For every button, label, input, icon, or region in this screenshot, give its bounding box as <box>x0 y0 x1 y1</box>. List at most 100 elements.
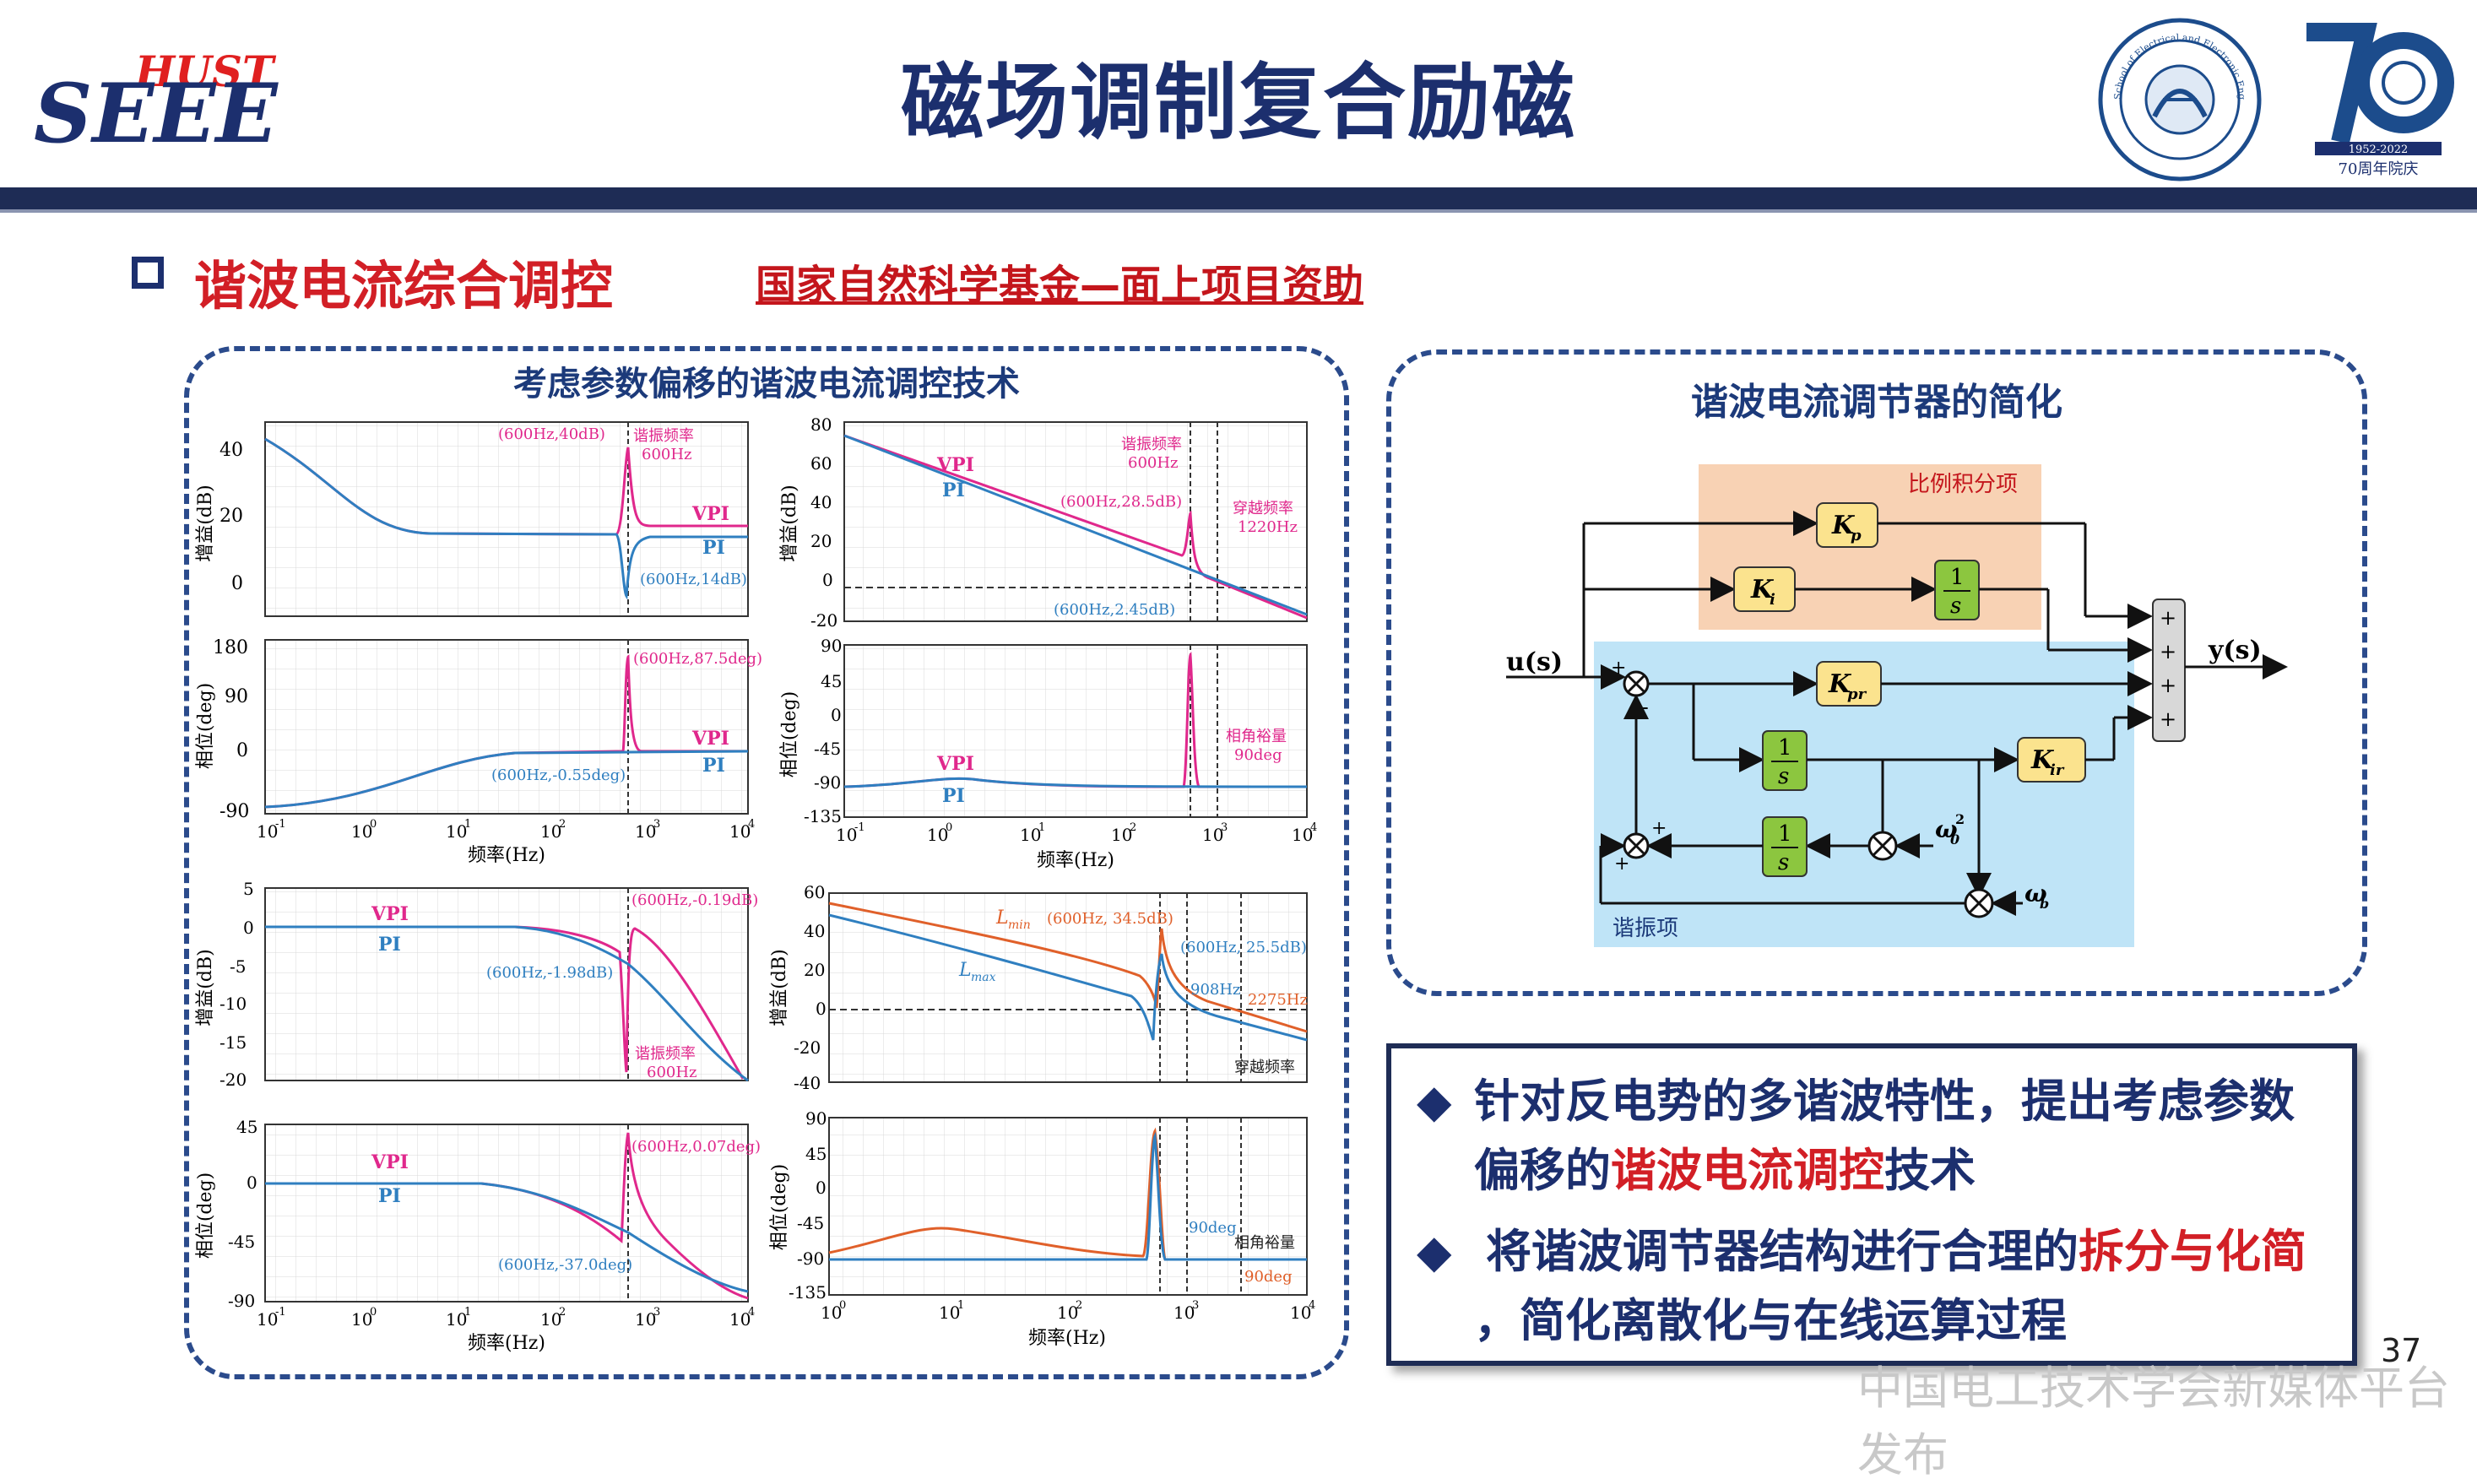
bullet-1-text: 偏移的 <box>1474 1144 1611 1197</box>
sum-sign: + <box>2160 674 2176 697</box>
kp-sub: p <box>1851 527 1862 544</box>
annotation: 90deg <box>1234 746 1282 764</box>
ytick: -45 <box>814 739 841 759</box>
regulator-block-diagram: 比例积分项 谐振项 u(s) y(s) K p K i 1 s + + + + … <box>1506 464 2288 947</box>
ytick: 60 <box>810 453 832 474</box>
omega0-sup: 2 <box>1955 811 1965 827</box>
phase-axis-label: 相位(deg) <box>195 1173 216 1259</box>
xtick-exp: 3 <box>1192 1299 1199 1312</box>
ytick: 0 <box>236 740 248 761</box>
annotation: 600Hz <box>642 446 692 463</box>
ytick: -90 <box>220 801 249 822</box>
xtick-exp: 4 <box>1309 1299 1315 1312</box>
xtick-exp: 0 <box>839 1299 846 1312</box>
conclusion-box: ◆ 针对反电势的多谐波特性，提出考虑参数 偏移的谐波电流调控技术 ◆ 将谐波调节… <box>1386 1043 2357 1366</box>
legend-pi: PI <box>702 755 725 777</box>
xtick-exp: 2 <box>1076 1299 1082 1312</box>
xtick: 10 <box>939 1303 960 1323</box>
ytick: 20 <box>804 960 825 980</box>
xtick: 10 <box>729 821 751 842</box>
kp-block <box>1816 502 1878 548</box>
bode-plots-figure: 40 20 0 增益(dB) (600Hz,40dB) 谐振频率 600Hz V… <box>195 414 1317 1354</box>
pi-group-label: 比例积分项 <box>1908 472 2018 497</box>
xtick: 10 <box>257 821 278 842</box>
plot-phase-vpi-pi-2: 90 45 0 -45 -90 -135 相位(deg) VPI PI 相角裕量… <box>779 636 1317 871</box>
legend-vpi: VPI <box>691 728 729 750</box>
page-number: 37 <box>2381 1332 2422 1369</box>
xtick: 10 <box>1057 1303 1078 1323</box>
section-square-icon <box>132 257 164 289</box>
plot-phase-vpi-pi-3: 45 0 -45 -90 相位(deg) VPI PI (600Hz,0.07d… <box>195 1117 761 1354</box>
xtick-exp: 4 <box>1310 821 1317 834</box>
ytick: 40 <box>220 440 243 461</box>
bullet-2-line-2: ，简化离散化与在线运算过程 <box>1474 1294 2067 1347</box>
xtick: 10 <box>729 1309 751 1330</box>
xtick: 10 <box>446 1309 467 1330</box>
slide-title: 磁场调制复合励磁 <box>900 55 1576 151</box>
kir-sub: ir <box>2050 761 2065 779</box>
freq-axis-label: 频率(Hz) <box>1028 1328 1106 1349</box>
annotation: 2275Hz <box>1248 991 1308 1009</box>
hust-seee-logo: HUST SEEE <box>34 46 279 152</box>
plot-gain-vpi-pi-3: 5 0 -5 -10 -15 -20 增益(dB) VPI PI (600Hz,… <box>195 879 758 1090</box>
xtick-exp: 0 <box>370 818 377 831</box>
xtick-exp: 1 <box>1038 821 1045 834</box>
xtick: 10 <box>821 1303 842 1323</box>
ytick: 40 <box>810 492 832 512</box>
ytick: -90 <box>814 772 841 793</box>
ytick: 80 <box>810 414 832 435</box>
ytick: -40 <box>794 1073 821 1093</box>
ytick: 20 <box>220 506 243 527</box>
legend-vpi: VPI <box>371 1151 409 1173</box>
annotation: 相角裕量 <box>1234 1234 1295 1252</box>
annotation: 90deg <box>1244 1268 1293 1286</box>
xtick: 10 <box>1173 1303 1195 1323</box>
ytick: 45 <box>821 671 842 691</box>
ytick: -45 <box>797 1213 824 1233</box>
xtick: 10 <box>351 821 372 842</box>
summing-block <box>2152 598 2186 742</box>
bullet-1-line-1: 针对反电势的多谐波特性，提出考虑参数 <box>1474 1075 2295 1128</box>
xtick-exp: 2 <box>559 1306 566 1319</box>
funding-label: 国家自然科学基金—面上项目资助 <box>756 262 1364 309</box>
bullet-1-line-2: 偏移的谐波电流调控技术 <box>1474 1136 1976 1205</box>
ytick: 0 <box>816 1178 827 1198</box>
ytick: 180 <box>213 637 248 658</box>
omega0-sub: 0 <box>1950 831 1959 848</box>
regulator-simplification-panel <box>1386 349 2367 996</box>
xtick-exp: -1 <box>854 821 865 834</box>
legend-vpi: VPI <box>691 503 729 525</box>
annotation: 相角裕量 <box>1226 728 1287 745</box>
legend-lmin-sub: min <box>1008 918 1031 932</box>
annotation: 1220Hz <box>1238 518 1298 536</box>
anniversary-text: 70周年院庆 <box>2339 160 2419 178</box>
ytick: -5 <box>230 956 246 977</box>
annotation: 穿越频率 <box>1234 1059 1295 1076</box>
annotation: (600Hz,-1.98dB) <box>486 964 613 982</box>
annotation: 谐振频率 <box>1121 436 1182 453</box>
ytick: 40 <box>804 921 825 941</box>
kpr-sub: pr <box>1847 685 1867 703</box>
ytick: -90 <box>228 1291 255 1311</box>
int-num: 1 <box>1950 565 1965 590</box>
omegab-label: ω <box>2024 880 2047 907</box>
ytick: 90 <box>225 686 248 707</box>
ytick: -135 <box>789 1282 827 1303</box>
int-den: s <box>1950 593 1961 619</box>
junction-sign: + <box>1611 658 1626 679</box>
ytick: -135 <box>804 806 842 826</box>
ytick: 20 <box>810 531 832 551</box>
bullet-diamond-icon: ◆ <box>1417 1075 1452 1128</box>
ytick: -20 <box>810 610 837 631</box>
xtick: 10 <box>1020 825 1041 845</box>
annotation: (600Hz, 25.5dB) <box>1180 939 1307 956</box>
ytick: 0 <box>231 573 243 594</box>
phase-axis-label: 相位(deg) <box>769 1164 790 1250</box>
xtick-exp: 1 <box>957 1299 964 1312</box>
xtick: 10 <box>836 825 857 845</box>
kpr-label: K <box>1828 669 1852 699</box>
legend-pi: PI <box>942 479 965 501</box>
ytick: 0 <box>822 570 833 590</box>
ytick: 5 <box>243 879 254 899</box>
ytick: 0 <box>247 1173 257 1193</box>
